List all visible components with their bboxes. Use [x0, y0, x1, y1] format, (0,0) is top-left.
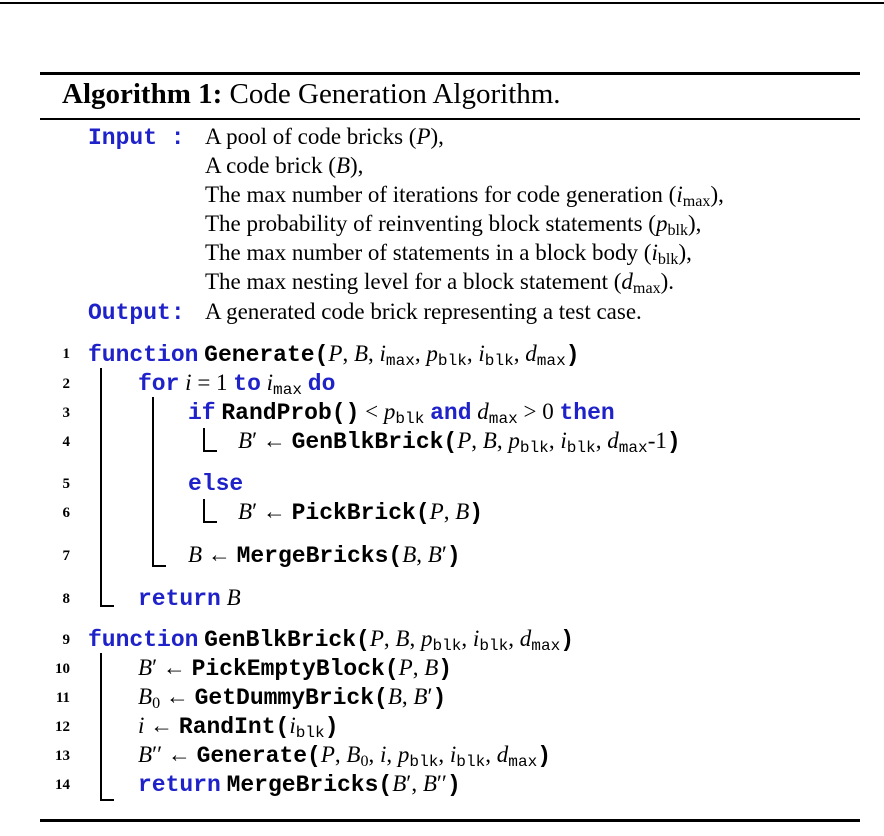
code-line-12: i ← RandInt(iblk) [138, 713, 339, 743]
line-number: 5 [62, 476, 71, 492]
line-number: 11 [55, 690, 70, 706]
line-number: 9 [62, 632, 71, 648]
code-line-4: B′ ← GenBlkBrick(P, B, pblk, iblk, dmax-… [238, 428, 681, 458]
algorithm-title: Code Generation Algorithm. [229, 78, 561, 110]
algorithm-caption: Algorithm 1: Code Generation Algorithm. [62, 78, 561, 111]
input-keyword: Input [88, 125, 158, 151]
algorithm-top-rule [40, 72, 860, 75]
kw-else: else [188, 471, 244, 497]
code-line-6: B′ ← PickBrick(P, B) [238, 499, 484, 526]
scope-bar-genblkbrick [100, 653, 102, 801]
line-number: 4 [62, 434, 71, 450]
kw-return: return [138, 586, 221, 612]
input-line-5: The max number of statements in a block … [205, 240, 692, 269]
fn-rand-int: RandInt [178, 714, 276, 740]
code-line-14: return MergeBricks(B′, B′′) [138, 771, 461, 798]
line-number: 10 [55, 661, 70, 677]
code-line-1: function Generate(P, B, imax, pblk, iblk… [88, 341, 580, 371]
fn-gen-blk-brick: GenBlkBrick [291, 429, 444, 455]
line-number: 6 [62, 505, 71, 521]
line-number: 3 [62, 405, 71, 421]
fn-merge-bricks: MergeBricks [226, 772, 379, 798]
line-number: 13 [55, 748, 70, 764]
scope-bar-else [203, 499, 205, 523]
kw-then: then [559, 400, 615, 426]
kw-if: if [188, 400, 216, 426]
output-text: A generated code brick representing a te… [205, 299, 642, 324]
input-line-6: The max nesting level for a block statem… [205, 269, 675, 298]
line-number: 14 [55, 777, 70, 793]
output-sep: : [170, 300, 185, 326]
scope-bar-generate [100, 368, 102, 607]
scope-bar-then [203, 428, 205, 452]
scope-end-generate [100, 605, 114, 607]
scope-end-then [203, 450, 217, 452]
input-line-1: A pool of code bricks (P), [205, 124, 444, 149]
code-line-10: B′ ← PickEmptyBlock(P, B) [138, 655, 453, 682]
code-line-13: B′′ ← Generate(P, B0, i, pblk, iblk, dma… [138, 742, 552, 772]
kw-and: and [430, 400, 472, 426]
algorithm-header-rule [40, 118, 860, 120]
fn-pick-empty-block: PickEmptyBlock [191, 656, 385, 682]
fn-get-dummy-brick: GetDummyBrick [194, 685, 375, 711]
code-line-11: B0 ← GetDummyBrick(B, B′) [138, 684, 447, 713]
code-line-3: if RandProb() < pblk and dmax > 0 then [188, 399, 615, 429]
scope-end-else [203, 521, 217, 523]
code-line-5: else [188, 468, 243, 498]
code-line-9: function GenBlkBrick(P, B, pblk, iblk, d… [88, 626, 575, 656]
kw-function: function [88, 342, 199, 368]
code-line-8: return B [138, 585, 241, 612]
fn-rand-prob: RandProb() [221, 400, 360, 426]
fn-generate: Generate [204, 342, 315, 368]
scope-bar-for [152, 397, 154, 567]
input-line-2: A code brick (B), [205, 153, 364, 178]
kw-function: function [88, 627, 199, 653]
line-number: 12 [55, 719, 70, 735]
page-top-rule [0, 2, 884, 4]
input-line-3: The max number of iterations for code ge… [205, 182, 724, 211]
kw-for: for [138, 371, 180, 397]
algorithm-bottom-rule [40, 819, 860, 822]
line-number: 1 [62, 346, 71, 362]
scope-end-genblkbrick [100, 799, 114, 801]
output-keyword-row: Output: [88, 297, 185, 327]
input-line-4: The probability of reinventing block sta… [205, 211, 702, 240]
input-keyword-row: Input : [88, 122, 185, 152]
input-sep: : [170, 125, 185, 151]
fn-gen-blk-brick: GenBlkBrick [204, 627, 356, 653]
line-number: 8 [62, 591, 71, 607]
code-line-2: for i = 1 to imax do [138, 370, 336, 400]
kw-return: return [138, 772, 221, 798]
line-number: 7 [62, 548, 71, 564]
fn-generate: Generate [196, 743, 308, 769]
scope-end-for [152, 565, 166, 567]
algorithm-label: Algorithm 1: [62, 78, 223, 110]
fn-merge-bricks: MergeBricks [236, 543, 389, 569]
kw-do: do [307, 371, 336, 397]
fn-pick-brick: PickBrick [291, 500, 416, 526]
output-keyword: Output [88, 300, 171, 326]
line-number: 2 [62, 376, 71, 392]
code-line-7: B ← MergeBricks(B, B′) [188, 542, 461, 569]
kw-to: to [233, 371, 261, 397]
